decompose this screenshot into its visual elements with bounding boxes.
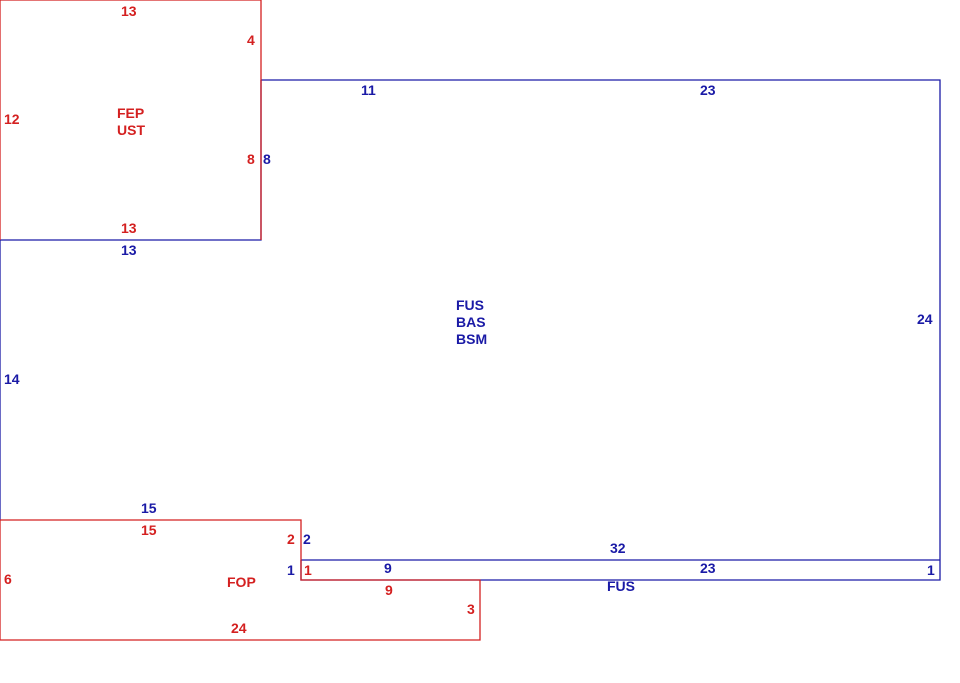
dim-fep-step: 4 [247, 32, 255, 48]
fop-area-name: FOP [227, 574, 256, 590]
fep-area-name-line2: UST [117, 122, 145, 138]
dim-main-right: 24 [917, 311, 933, 327]
dim-strip-9: 9 [384, 560, 392, 576]
dim-strip-right: 1 [927, 562, 935, 578]
fep-area-outline [0, 0, 262, 240]
dim-fep-bottom-blue: 13 [121, 242, 137, 258]
dim-main-bottom-32: 32 [610, 540, 626, 556]
dim-fop-top: 15 [141, 522, 157, 538]
dim-main-top-a: 11 [361, 82, 376, 98]
dim-main-left: 14 [4, 371, 20, 387]
dim-main-top-b: 23 [700, 82, 716, 98]
dim-fop-left: 6 [4, 571, 12, 587]
dim-fop-right: 3 [467, 601, 475, 617]
main-area-name-line2: BAS [456, 314, 486, 330]
main-area-name-line3: BSM [456, 331, 487, 347]
main-area-outline [0, 79, 941, 581]
main-area-name: FUS [456, 297, 484, 313]
dim-main-step-blue: 2 [303, 531, 311, 547]
dim-fop-strip-left: 1 [304, 562, 312, 578]
fop-area-outline [0, 519, 481, 641]
dim-fep-right-blue: 8 [263, 151, 271, 167]
dim-strip-left-blue: 1 [287, 562, 295, 578]
dim-fop-step: 2 [287, 531, 295, 547]
dim-fep-top: 13 [121, 3, 137, 19]
dim-fep-right-red: 8 [247, 151, 255, 167]
dim-fop-bottom: 24 [231, 620, 247, 636]
dim-strip-23: 23 [700, 560, 716, 576]
fep-area-name: FEP [117, 105, 144, 121]
dim-fep-bottom-red: 13 [121, 220, 137, 236]
fus-strip-name: FUS [607, 578, 635, 594]
dim-fep-left: 12 [4, 111, 20, 127]
dim-main-bottom: 15 [141, 500, 157, 516]
dim-fop-9: 9 [385, 582, 393, 598]
